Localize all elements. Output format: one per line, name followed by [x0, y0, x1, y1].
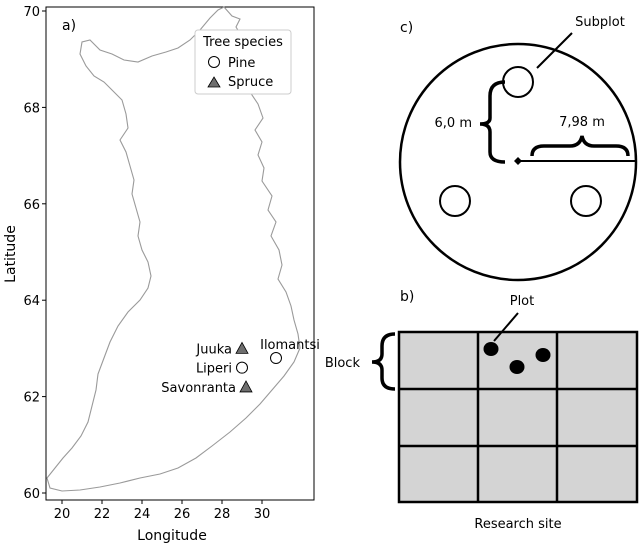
spruce-site-marker — [239, 380, 253, 393]
research-site-panel: b) Plot Block Research site — [325, 289, 639, 532]
site-label: Savonranta — [161, 381, 236, 396]
map-panel: 20 22 24 26 28 30 60 62 64 66 68 70 a) Longitude L… — [3, 5, 320, 544]
x-tick-label: 30 — [254, 507, 271, 522]
x-tick-label: 26 — [174, 507, 191, 522]
y-tick-label: 60 — [23, 487, 40, 502]
y-tick-label: 68 — [23, 101, 40, 116]
x-axis-title: Longitude — [137, 528, 207, 544]
plot-layout-panel: c) Subplot 6,0 m 7,98 m — [398, 15, 638, 282]
legend-spruce-marker — [207, 76, 221, 88]
vertical-brace — [479, 80, 506, 164]
research-site-label: Research site — [474, 517, 561, 532]
y-ticks: 60 62 64 66 68 70 — [23, 5, 46, 502]
x-ticks: 20 22 24 26 28 30 — [54, 500, 271, 522]
subplot-southeast — [570, 185, 602, 217]
spruce-site-marker — [235, 341, 249, 354]
block-label: Block — [325, 356, 361, 371]
plot-circle — [398, 42, 638, 282]
pine-site-marker — [236, 361, 248, 374]
y-tick-label: 70 — [23, 5, 40, 20]
vertical-distance-label: 6,0 m — [435, 116, 472, 131]
site-label: Liperi — [196, 362, 232, 377]
y-tick-label: 66 — [23, 198, 40, 213]
finland-outline — [46, 6, 301, 492]
legend-pine-label: Pine — [228, 56, 255, 71]
site-grid — [397, 330, 639, 504]
subplot-southwest — [439, 185, 471, 217]
plot-label: Plot — [510, 294, 535, 309]
x-tick-label: 20 — [54, 507, 71, 522]
y-tick-label: 64 — [23, 294, 40, 309]
x-tick-label: 24 — [134, 507, 151, 522]
pine-site-marker — [270, 352, 282, 365]
y-axis-title: Latitude — [3, 225, 19, 283]
site-label: Ilomantsi — [260, 338, 320, 353]
horizontal-brace — [530, 135, 630, 157]
legend-spruce-label: Spruce — [228, 75, 273, 90]
site-label: Juuka — [195, 342, 232, 357]
x-tick-label: 28 — [214, 507, 231, 522]
legend-box — [194, 29, 292, 95]
plot-pointer — [493, 312, 519, 342]
x-tick-label: 22 — [94, 507, 111, 522]
block-brace — [371, 332, 396, 391]
horizontal-distance-label: 7,98 m — [559, 115, 605, 130]
subplot-pointer — [536, 32, 573, 69]
subplot-label: Subplot — [575, 15, 625, 30]
y-tick-label: 62 — [23, 391, 40, 406]
subplot-north — [502, 66, 534, 98]
panel-c-label: c) — [400, 20, 413, 36]
plot-dot-1 — [483, 342, 499, 356]
plot-dot-3 — [535, 348, 551, 362]
legend-title: Tree species — [202, 35, 283, 50]
panel-a-label: a) — [62, 18, 76, 34]
map-frame — [45, 6, 315, 501]
legend: Tree species Pine Spruce — [194, 29, 292, 95]
panel-b-label: b) — [400, 289, 414, 305]
plot-dot-2 — [509, 360, 525, 374]
legend-pine-marker — [208, 56, 220, 68]
